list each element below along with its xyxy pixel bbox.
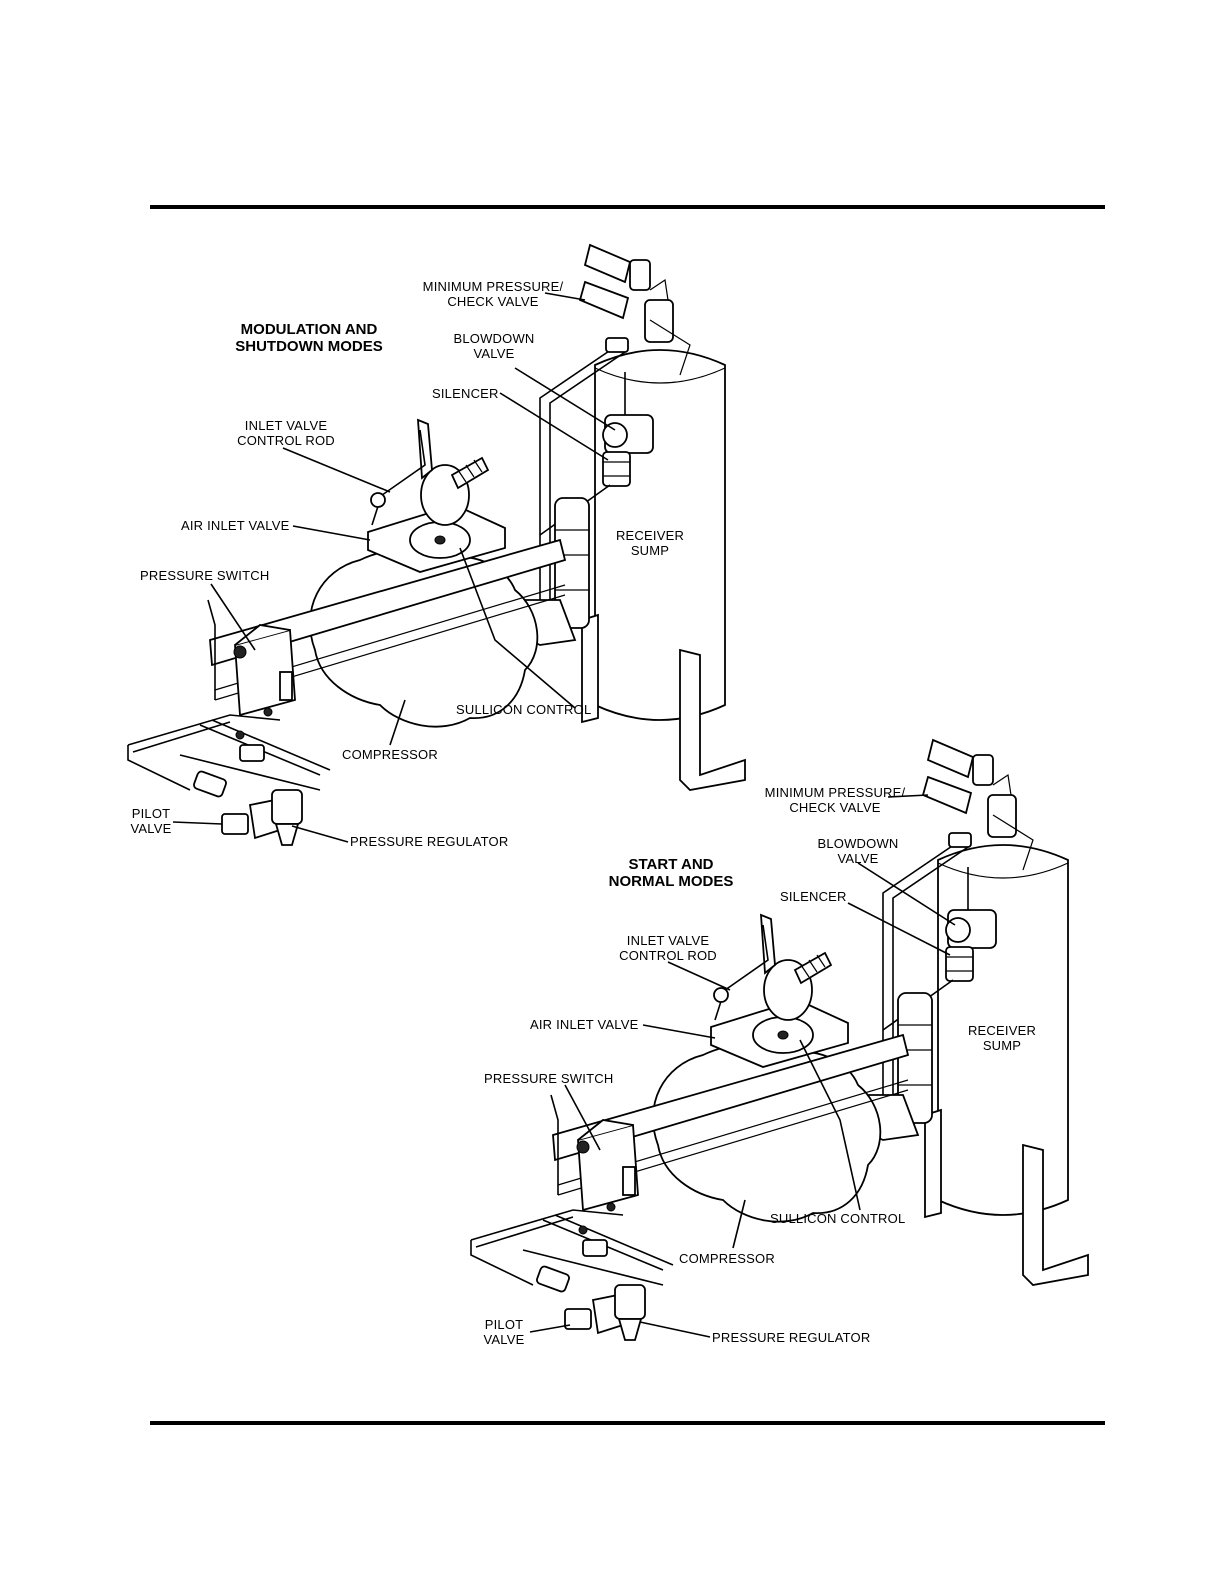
bottom-label-min-pressure: MINIMUM PRESSURE/ CHECK VALVE [760,785,910,815]
top-label-silencer: SILENCER [432,386,499,401]
top-blowdown-line-2: VALVE [473,346,515,361]
top-blowdown-line-1: BLOWDOWN [453,331,535,346]
bottom-leader-lines [529,794,956,1338]
bottom-inlet-rod-line-1: INLET VALVE [626,933,710,948]
top-label-min-pressure: MINIMUM PRESSURE/ CHECK VALVE [418,279,568,309]
bottom-blowdown-line-2: VALVE [837,851,879,866]
top-heading-line-1: MODULATION AND [240,321,378,338]
bottom-label-pilot: PILOT VALVE [478,1317,530,1347]
bottom-min-pressure-line-1: MINIMUM PRESSURE/ [764,785,906,800]
bottom-heading: START AND NORMAL MODES [596,856,746,890]
bottom-pilot-line-1: PILOT [484,1317,524,1332]
bottom-label-sullicon: SULLICON CONTROL [770,1211,906,1226]
bottom-blowdown-line-1: BLOWDOWN [817,836,899,851]
top-pilot-line-2: VALVE [130,821,172,836]
top-pilot-line-1: PILOT [131,806,171,821]
bottom-label-receiver: RECEIVER SUMP [962,1023,1042,1053]
top-leader-lines [172,292,616,843]
bottom-receiver-line-2: SUMP [982,1038,1022,1053]
top-label-blowdown: BLOWDOWN VALVE [448,331,540,361]
bottom-label-air-inlet: AIR INLET VALVE [530,1017,639,1032]
top-receiver-line-2: SUMP [630,543,670,558]
top-receiver-line-1: RECEIVER [615,528,685,543]
top-label-pressure-switch: PRESSURE SWITCH [140,568,270,583]
bottom-inlet-rod-line-2: CONTROL ROD [619,948,717,963]
bottom-label-compressor: COMPRESSOR [679,1251,775,1266]
bottom-receiver-line-1: RECEIVER [967,1023,1037,1038]
bottom-label-regulator: PRESSURE REGULATOR [712,1330,871,1345]
top-heading-line-2: SHUTDOWN MODES [235,338,383,355]
top-inlet-rod-line-1: INLET VALVE [244,418,328,433]
top-label-inlet-rod: INLET VALVE CONTROL ROD [228,418,344,448]
bottom-label-pressure-switch: PRESSURE SWITCH [484,1071,614,1086]
bottom-rule [150,1421,1105,1425]
bottom-label-blowdown: BLOWDOWN VALVE [812,836,904,866]
bottom-label-inlet-rod: INLET VALVE CONTROL ROD [610,933,726,963]
top-rule [150,205,1105,209]
top-label-receiver: RECEIVER SUMP [610,528,690,558]
top-label-regulator: PRESSURE REGULATOR [350,834,509,849]
top-label-compressor: COMPRESSOR [342,747,438,762]
top-heading: MODULATION AND SHUTDOWN MODES [224,321,394,355]
top-min-pressure-line-1: MINIMUM PRESSURE/ [422,279,564,294]
top-label-sullicon: SULLICON CONTROL [456,702,592,717]
bottom-label-silencer: SILENCER [780,889,847,904]
bottom-pilot-line-2: VALVE [483,1332,525,1347]
bottom-heading-line-1: START AND [628,856,714,873]
bottom-min-pressure-line-2: CHECK VALVE [789,800,881,815]
bottom-heading-line-2: NORMAL MODES [608,873,734,890]
top-inlet-rod-line-2: CONTROL ROD [237,433,335,448]
top-min-pressure-line-2: CHECK VALVE [447,294,539,309]
top-label-air-inlet: AIR INLET VALVE [181,518,290,533]
top-label-pilot: PILOT VALVE [125,806,177,836]
